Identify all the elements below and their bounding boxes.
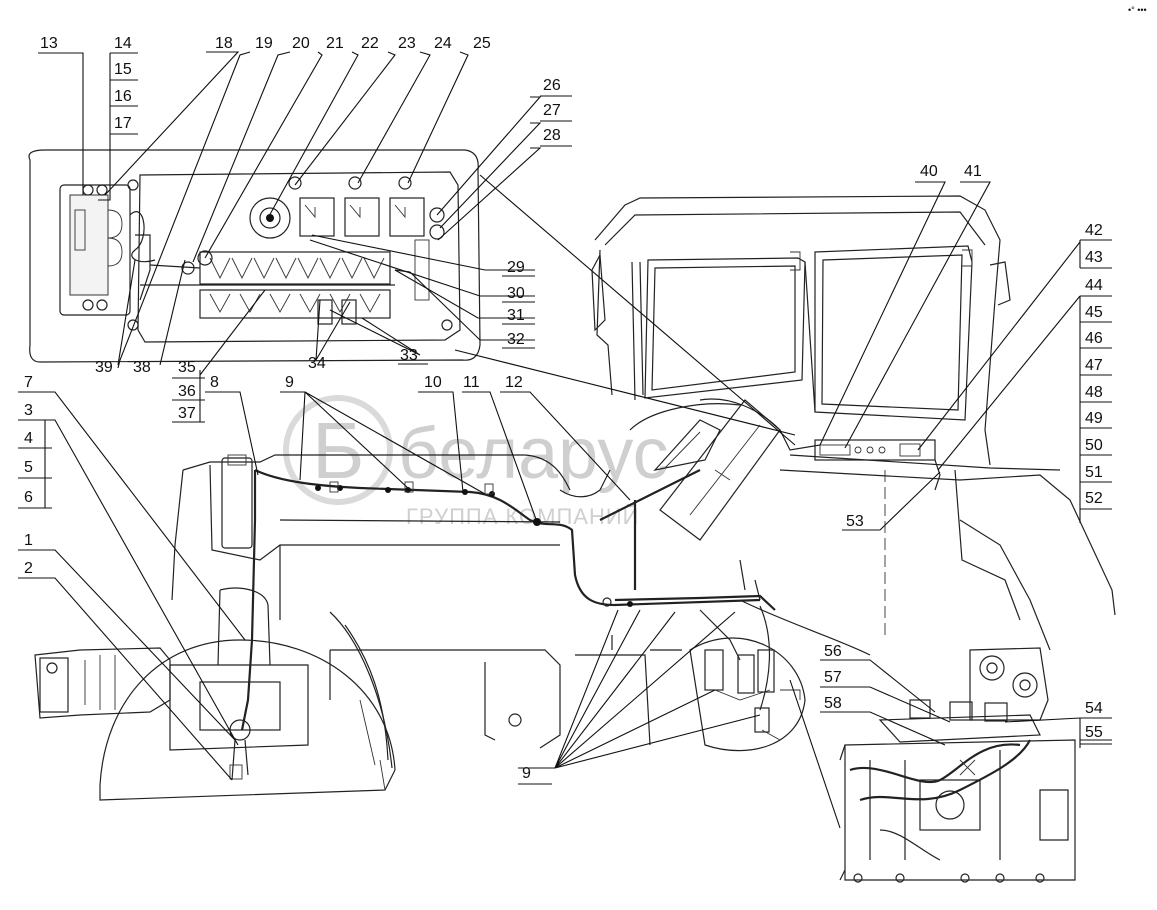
fuse-box-detail xyxy=(28,149,481,363)
callout-3: 3 xyxy=(24,402,33,419)
callout-18: 18 xyxy=(215,35,233,52)
callout-57: 57 xyxy=(824,669,842,686)
callout-26: 26 xyxy=(543,77,561,94)
callout-31: 31 xyxy=(507,307,525,324)
callout-37: 37 xyxy=(178,405,196,422)
callout-35: 35 xyxy=(178,359,196,376)
callout-6: 6 xyxy=(24,489,33,506)
callout-29: 29 xyxy=(507,259,525,276)
callout-27: 27 xyxy=(543,102,561,119)
callout-17: 17 xyxy=(114,115,132,132)
corner-mark: •° ••• xyxy=(1128,5,1147,15)
callout-15: 15 xyxy=(114,61,132,78)
rear-hydraulic-unit xyxy=(689,637,806,752)
tractor-body xyxy=(34,454,682,749)
callout-7: 7 xyxy=(24,374,33,391)
callout-21: 21 xyxy=(326,35,344,52)
callout-14: 14 xyxy=(114,35,132,52)
leader-lines xyxy=(18,51,1112,829)
callout-20: 20 xyxy=(292,35,310,52)
callout-9-bottom: 9 xyxy=(522,765,531,782)
distributor-detail xyxy=(839,647,1076,883)
callout-34: 34 xyxy=(308,355,326,372)
watermark: Б беларус ГРУППА КОМПАНИЙ xyxy=(283,395,669,529)
watermark-subtitle: ГРУППА КОМПАНИЙ xyxy=(406,504,640,529)
callout-43: 43 xyxy=(1085,249,1103,266)
callout-28: 28 xyxy=(543,127,561,144)
callout-5: 5 xyxy=(24,459,33,476)
callout-51: 51 xyxy=(1085,464,1103,481)
callout-1: 1 xyxy=(24,532,33,549)
callout-47: 47 xyxy=(1085,357,1103,374)
callout-16: 16 xyxy=(114,88,132,105)
callout-56: 56 xyxy=(824,643,842,660)
callout-24: 24 xyxy=(434,35,452,52)
callout-4: 4 xyxy=(24,430,33,447)
callout-11: 11 xyxy=(463,374,480,391)
callout-42: 42 xyxy=(1085,222,1103,239)
callout-49: 49 xyxy=(1085,410,1103,427)
callout-39: 39 xyxy=(95,359,113,376)
callout-23: 23 xyxy=(398,35,416,52)
callout-45: 45 xyxy=(1085,304,1103,321)
callout-52: 52 xyxy=(1085,490,1103,507)
callout-38: 38 xyxy=(133,359,151,376)
callout-25: 25 xyxy=(473,35,491,52)
callout-8: 8 xyxy=(210,374,219,391)
callout-58: 58 xyxy=(824,695,842,712)
callout-9-top: 9 xyxy=(285,374,294,391)
front-wheel xyxy=(99,587,396,801)
callout-30: 30 xyxy=(507,285,525,302)
callout-46: 46 xyxy=(1085,330,1103,347)
callout-44: 44 xyxy=(1085,277,1103,294)
callout-22: 22 xyxy=(361,35,379,52)
callout-2: 2 xyxy=(24,560,33,577)
callout-53: 53 xyxy=(846,513,864,530)
callout-19: 19 xyxy=(255,35,273,52)
callout-numbers: 13 14 15 16 17 18 19 20 21 22 23 24 25 2… xyxy=(24,35,1103,782)
tractor-cab xyxy=(591,195,1116,656)
callout-33: 33 xyxy=(400,347,418,364)
callout-underlines xyxy=(18,95,1112,785)
callout-13: 13 xyxy=(40,35,58,52)
callout-10: 10 xyxy=(424,374,442,391)
callout-50: 50 xyxy=(1085,437,1103,454)
callout-36: 36 xyxy=(178,383,196,400)
callout-12: 12 xyxy=(505,374,523,391)
wiring-harness xyxy=(240,469,776,731)
callout-40: 40 xyxy=(920,163,938,180)
callout-54: 54 xyxy=(1085,700,1103,717)
callout-32: 32 xyxy=(507,331,525,348)
callout-41: 41 xyxy=(964,163,982,180)
watermark-brand: беларус xyxy=(398,414,669,494)
callout-55: 55 xyxy=(1085,724,1103,741)
callout-48: 48 xyxy=(1085,384,1103,401)
